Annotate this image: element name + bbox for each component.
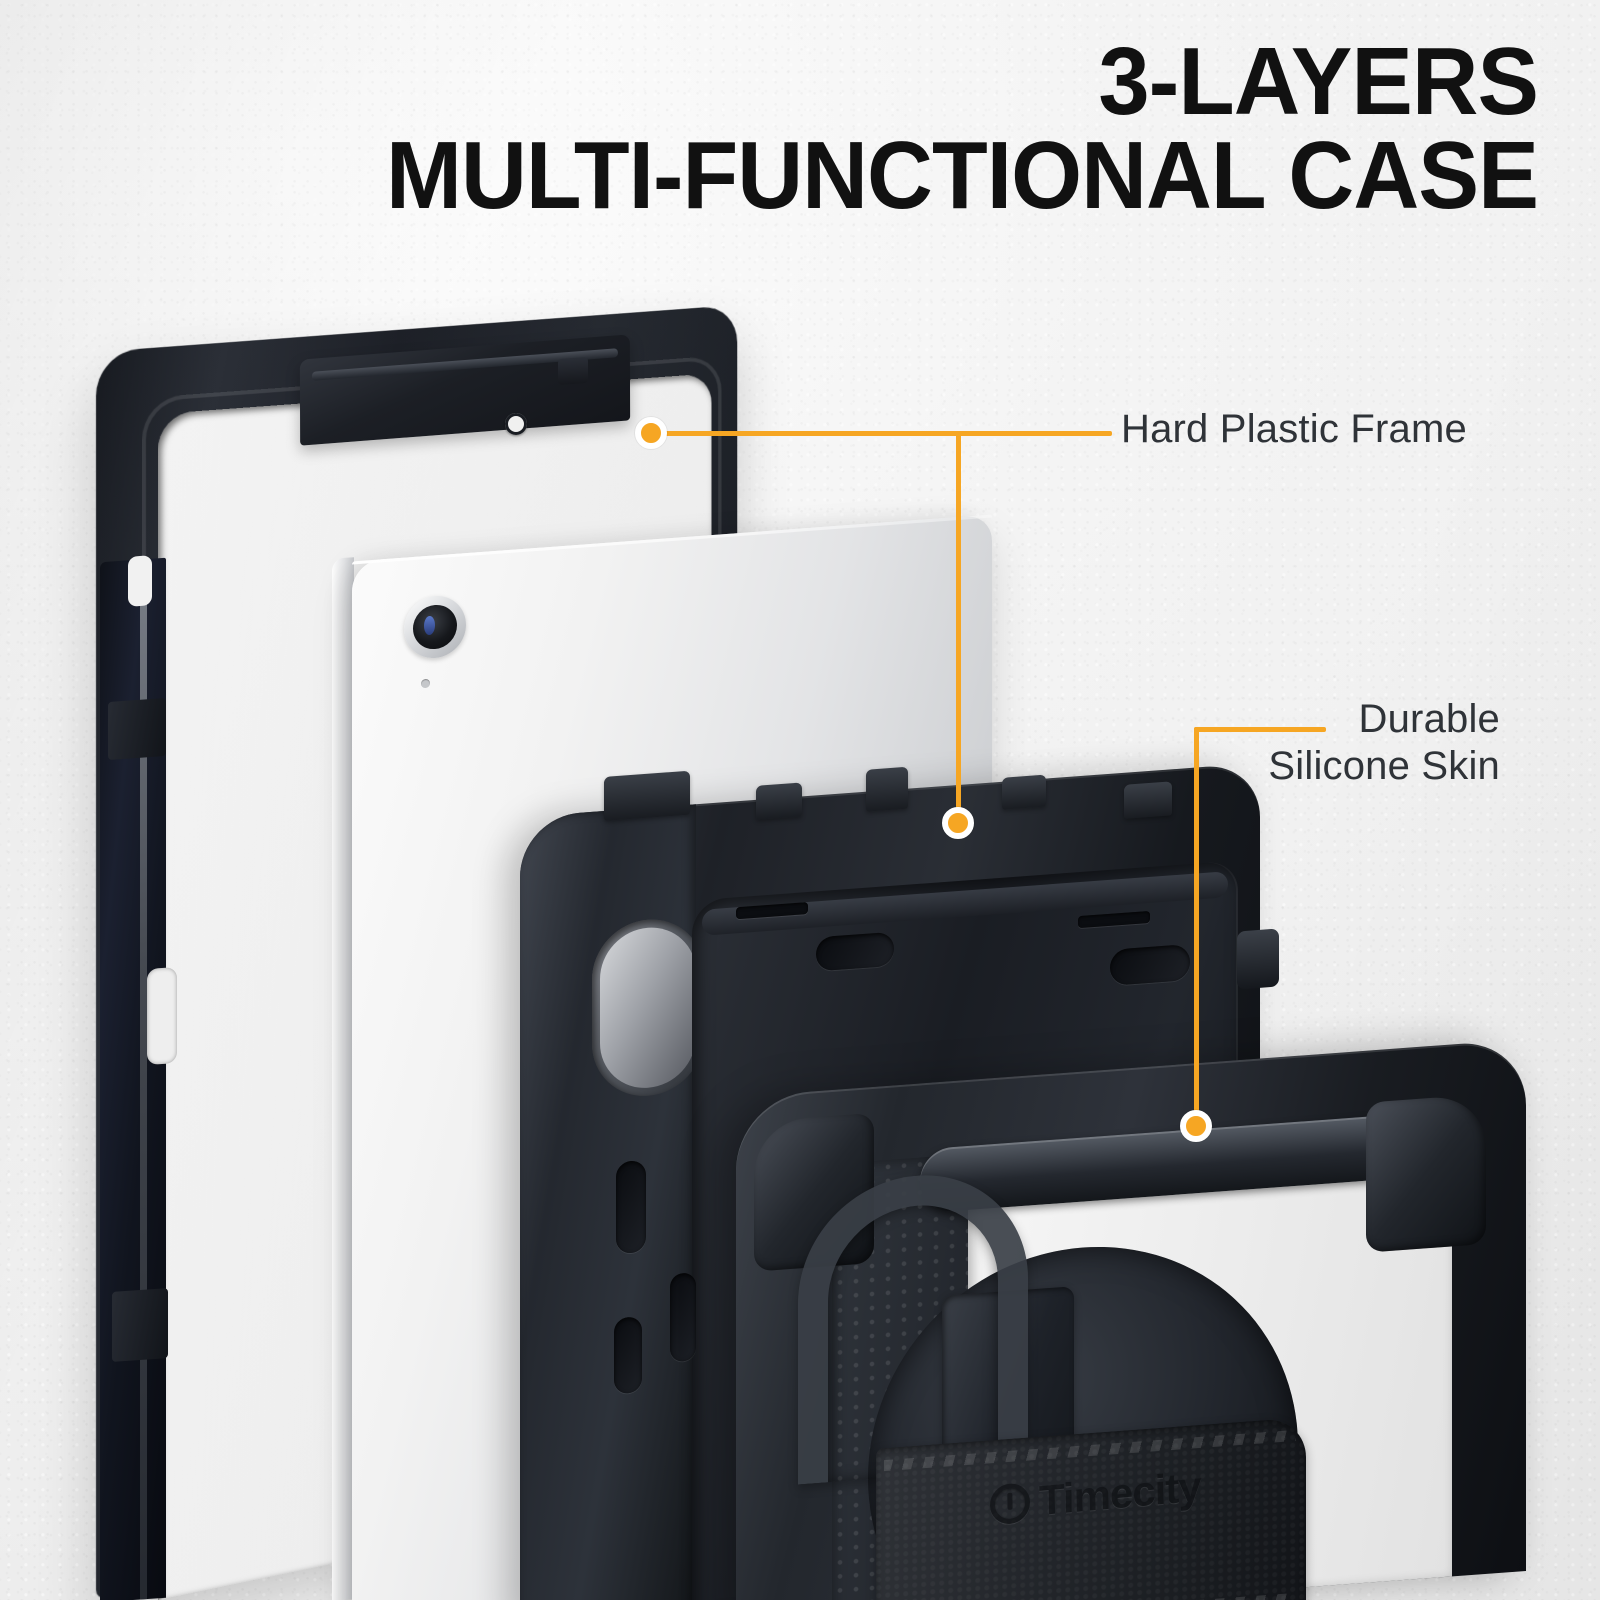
skin-corner-bumper-right xyxy=(1366,1093,1486,1253)
shell-tab-3 xyxy=(866,766,908,812)
strap-stitching-bottom xyxy=(884,1592,1296,1600)
shell-speaker-slot-right xyxy=(1110,943,1190,986)
callout-1-label: Hard Plastic Frame xyxy=(1121,406,1467,453)
shell-speaker-slot-left xyxy=(816,931,894,972)
shell-tab-1 xyxy=(604,770,690,822)
shell-side-slot-b xyxy=(614,1316,642,1395)
frame-button-cutout-top xyxy=(128,555,152,607)
shell-side-slot-c xyxy=(670,1272,696,1363)
callout-1-leader-vertical xyxy=(956,431,961,823)
callout-2-label: Durable Silicone Skin xyxy=(1040,696,1500,790)
tablet-left-edge xyxy=(332,557,354,1600)
callout-1-label-line-1: Hard Plastic Frame xyxy=(1121,407,1467,451)
callout-2-leader-horizontal xyxy=(1194,727,1326,732)
shell-side-button xyxy=(1237,928,1279,990)
callout-1-leader-horizontal xyxy=(650,431,1112,436)
frame-button-cutout-mid xyxy=(147,966,177,1066)
callout-1-marker-shell xyxy=(942,807,974,839)
headline-line-2: MULTI-FUNCTIONAL CASE xyxy=(385,122,1539,230)
shell-camera-cutout xyxy=(592,915,704,1100)
callout-2-label-line-1: Durable xyxy=(1358,697,1500,741)
frame-step-lower xyxy=(112,1288,168,1362)
callout-2-label-line-2: Silicone Skin xyxy=(1268,744,1500,789)
pen-holder-notch xyxy=(558,356,588,386)
timecity-monogram-icon xyxy=(989,1481,1031,1526)
callout-2-leader-vertical xyxy=(1194,727,1199,1127)
callout-2-marker-skin xyxy=(1180,1110,1212,1142)
callout-1-marker-frame xyxy=(635,417,667,449)
shell-tab-2 xyxy=(756,782,802,820)
headline-block: 3-LAYERS MULTI-FUNCTIONAL CASE xyxy=(60,28,1539,230)
shell-side-slot-a xyxy=(616,1159,646,1255)
frame-camera-cutout xyxy=(505,413,527,435)
frame-step-upper xyxy=(108,697,166,761)
headline-line-1: 3-LAYERS xyxy=(1098,28,1539,135)
